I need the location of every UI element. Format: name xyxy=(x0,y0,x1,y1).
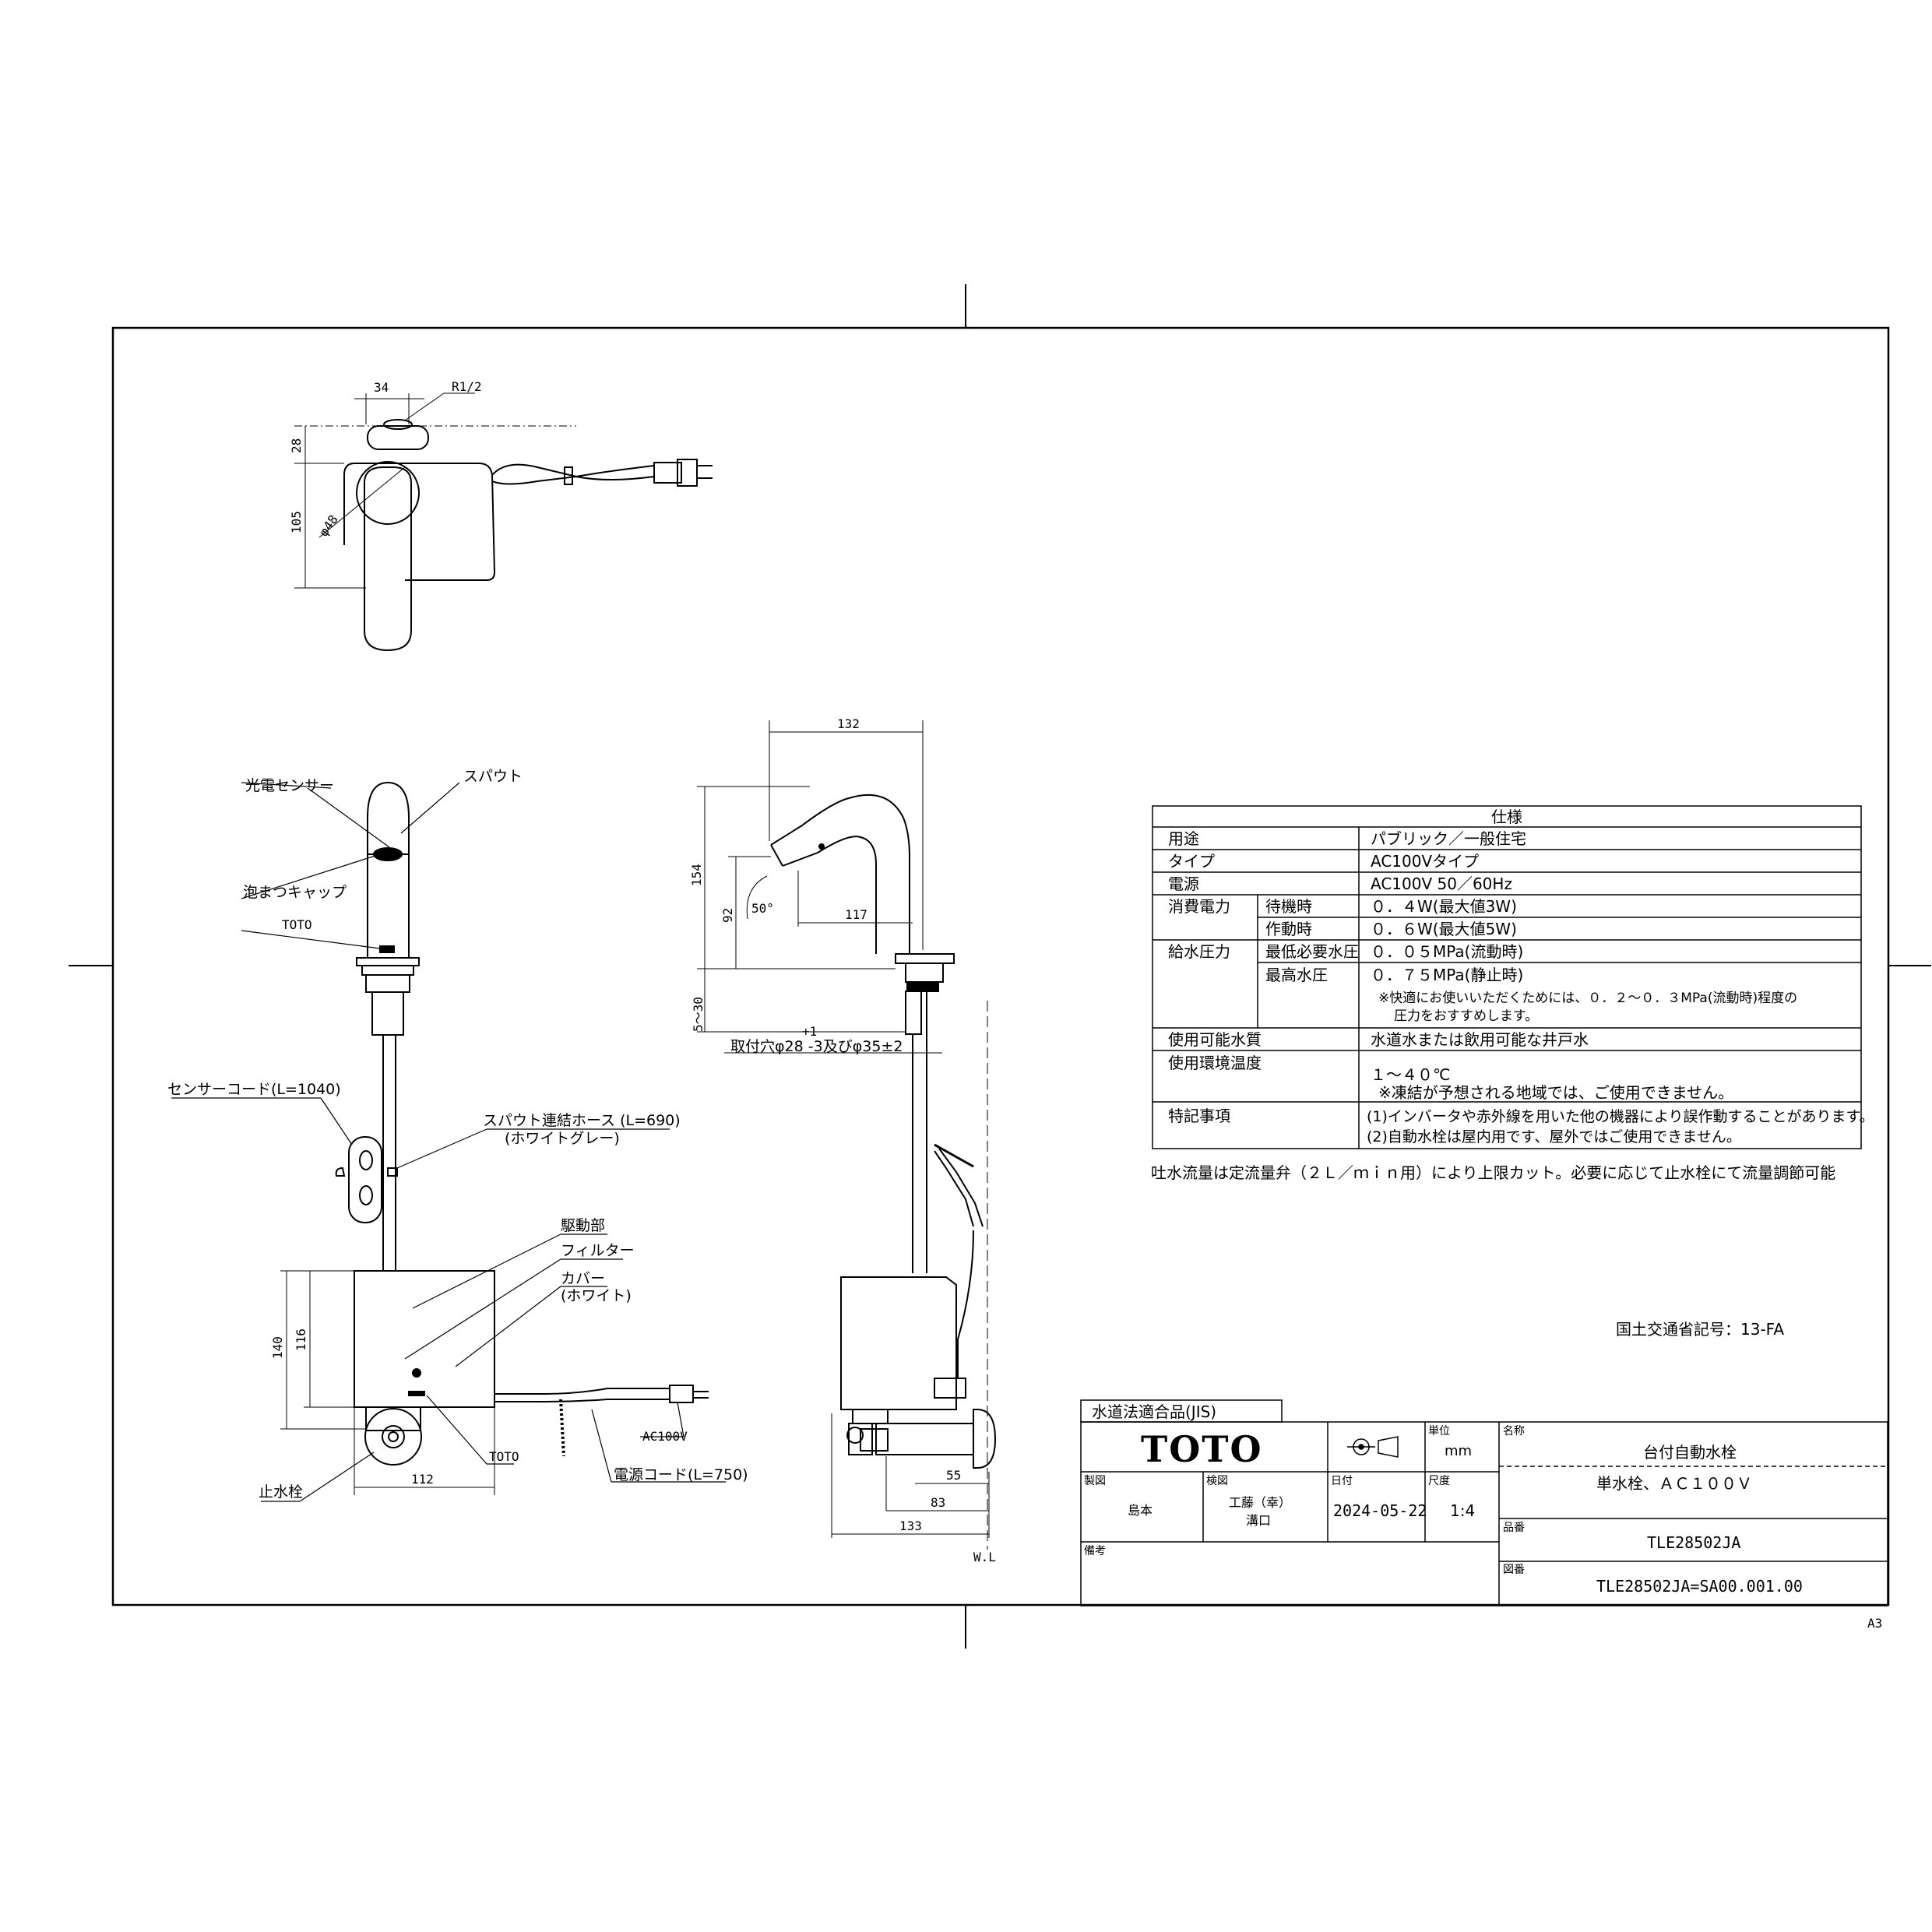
name-label: 名称 xyxy=(1503,1425,1525,1438)
checked-value-1: 工藤（幸） xyxy=(1229,1495,1291,1510)
label-sensor: 光電センサー xyxy=(245,777,334,794)
dim-55: 55 xyxy=(946,1468,961,1483)
dim-154: 154 xyxy=(689,864,704,886)
mounting-hole-note: 取付穴φ28 -3及びφ35±2 xyxy=(730,1038,903,1055)
spec-pressure-note2: 圧力をおすすめします。 xyxy=(1394,1008,1538,1024)
spec-power-source-key: 電源 xyxy=(1168,875,1199,893)
drawn-label: 製図 xyxy=(1084,1475,1106,1487)
dim-34: 34 xyxy=(374,380,389,395)
spec-pressure-key: 給水圧力 xyxy=(1168,942,1230,961)
spec-min-pressure-key: 最低必要水圧 xyxy=(1265,942,1359,961)
spec-type-key: タイプ xyxy=(1168,852,1215,871)
drawn-value: 島本 xyxy=(1128,1503,1153,1518)
top-view xyxy=(343,419,713,652)
dim-83: 83 xyxy=(931,1495,945,1510)
label-stop-valve: 止水栓 xyxy=(259,1483,303,1501)
spec-water-key: 使用可能水質 xyxy=(1168,1030,1262,1049)
label-drive-unit: 駆動部 xyxy=(561,1217,605,1234)
label-toto-mark2: TOTO xyxy=(489,1449,519,1464)
label-sensor-cord: センサーコード(L=1040) xyxy=(167,1081,341,1098)
dim-phi48: φ48 xyxy=(316,512,341,540)
spec-notes-2: (2)自動水栓は屋内用です、屋外ではご使用できません。 xyxy=(1367,1128,1741,1145)
label-aerator: 泡まつキャップ xyxy=(243,884,347,901)
jis-label: 水道法適合品(JIS) xyxy=(1092,1402,1216,1421)
checked-label: 検図 xyxy=(1206,1475,1228,1487)
dim-116: 116 xyxy=(294,1328,308,1351)
title-block xyxy=(1080,1399,1888,1606)
label-spout-hose-color: (ホワイトグレー) xyxy=(505,1130,620,1147)
side-view xyxy=(770,794,997,1469)
spec-min-pressure-value: ０．０５MPa(流動時) xyxy=(1371,942,1523,961)
product-name-2: 単水栓、ＡＣ１００Ｖ xyxy=(1596,1474,1752,1493)
spec-title: 仕様 xyxy=(1491,808,1522,826)
spec-max-pressure-key: 最高水圧 xyxy=(1265,966,1328,984)
date-label: 日付 xyxy=(1331,1475,1353,1487)
scale-value: 1:4 xyxy=(1450,1501,1475,1520)
remarks-label: 備考 xyxy=(1084,1545,1106,1557)
label-ac100v: AC100V xyxy=(642,1429,688,1444)
dim-28: 28 xyxy=(289,438,304,453)
checked-value-2: 溝口 xyxy=(1246,1513,1271,1528)
spec-active-key: 作動時 xyxy=(1265,920,1312,938)
dim-5-30: 5～30 xyxy=(691,997,706,1032)
product-name-1: 台付自動水栓 xyxy=(1643,1443,1737,1462)
spec-standby-value: ０．４W(最大値3W) xyxy=(1371,897,1517,916)
unit-label: 単位 xyxy=(1428,1425,1450,1438)
drawing-label: 図番 xyxy=(1503,1564,1525,1576)
unit-value: mm xyxy=(1445,1443,1472,1459)
label-filter: フィルター xyxy=(561,1242,635,1259)
spec-use-value: パブリック／一般住宅 xyxy=(1371,829,1526,848)
front-view-dims xyxy=(280,1270,495,1495)
item-number: TLE28502JA xyxy=(1647,1533,1740,1552)
front-view-leaders xyxy=(171,782,726,1502)
dim-50deg: 50° xyxy=(751,901,774,916)
mlit-code: 国土交通省記号：13-FA xyxy=(1616,1320,1784,1339)
water-level: W.L xyxy=(973,1550,996,1564)
spec-notes-1: (1)インバータや赤外線を用いた他の機器により誤作動することがあります。 xyxy=(1367,1108,1874,1125)
sheet-size: A3 xyxy=(1867,1616,1882,1631)
projection-symbol-icon xyxy=(1347,1436,1399,1458)
spec-pressure-note1: ※快適にお使いいただくためには、０．２～０．３MPa(流動時)程度の xyxy=(1378,990,1797,1006)
dim-92: 92 xyxy=(720,908,735,923)
spec-use-key: 用途 xyxy=(1168,829,1199,848)
dim-105: 105 xyxy=(289,511,304,533)
spec-temp-key: 使用環境温度 xyxy=(1168,1054,1262,1072)
label-spout: スパウト xyxy=(463,768,523,785)
date-value: 2024-05-22 xyxy=(1333,1501,1427,1520)
spec-temp-value: １～４０℃ xyxy=(1371,1065,1450,1084)
spec-temp-note: ※凍結が予想される地域では、ご使用できません。 xyxy=(1378,1083,1733,1102)
spec-type-value: AC100Vタイプ xyxy=(1371,852,1479,871)
spec-table xyxy=(1152,805,1862,1149)
spec-power-source-value: AC100V 50／60Hz xyxy=(1371,875,1512,893)
side-view-dims xyxy=(697,720,990,1550)
spec-standby-key: 待機時 xyxy=(1265,897,1312,916)
dim-112: 112 xyxy=(411,1472,434,1487)
label-power-cord: 電源コード(L=750) xyxy=(614,1466,748,1483)
spec-max-pressure-value: ０．７５MPa(静止時) xyxy=(1371,966,1523,984)
label-cover-color: (ホワイト) xyxy=(561,1287,632,1304)
dim-r12: R1/2 xyxy=(452,379,482,394)
mounting-tolerance: +1 xyxy=(802,1024,817,1039)
spec-notes-key: 特記事項 xyxy=(1168,1107,1230,1125)
drawing-number: TLE28502JA=SA00.001.00 xyxy=(1596,1577,1803,1596)
label-cover: カバー xyxy=(561,1270,605,1287)
spec-water-value: 水道水または飲用可能な井戸水 xyxy=(1371,1030,1589,1049)
scale-label: 尺度 xyxy=(1428,1475,1450,1487)
item-label: 品番 xyxy=(1503,1522,1525,1534)
brand-logo: TOTO xyxy=(1141,1428,1263,1470)
flow-note: 吐水流量は定流量弁（２Ｌ／ｍｉｎ用）により上限カット。必要に応じて止水栓にて流量… xyxy=(1151,1163,1835,1182)
label-spout-hose: スパウト連結ホース (L=690) xyxy=(483,1112,681,1129)
dim-132: 132 xyxy=(837,716,860,731)
dim-140: 140 xyxy=(270,1336,285,1359)
label-toto-mark: TOTO xyxy=(282,917,312,932)
spec-active-value: ０．６W(最大値5W) xyxy=(1371,920,1517,938)
spec-consumption-key: 消費電力 xyxy=(1168,897,1230,916)
top-view-dims xyxy=(294,392,576,589)
sheet-frame xyxy=(69,284,1931,1649)
dim-117: 117 xyxy=(845,907,867,922)
front-view xyxy=(335,781,709,1466)
dim-133: 133 xyxy=(899,1519,922,1533)
